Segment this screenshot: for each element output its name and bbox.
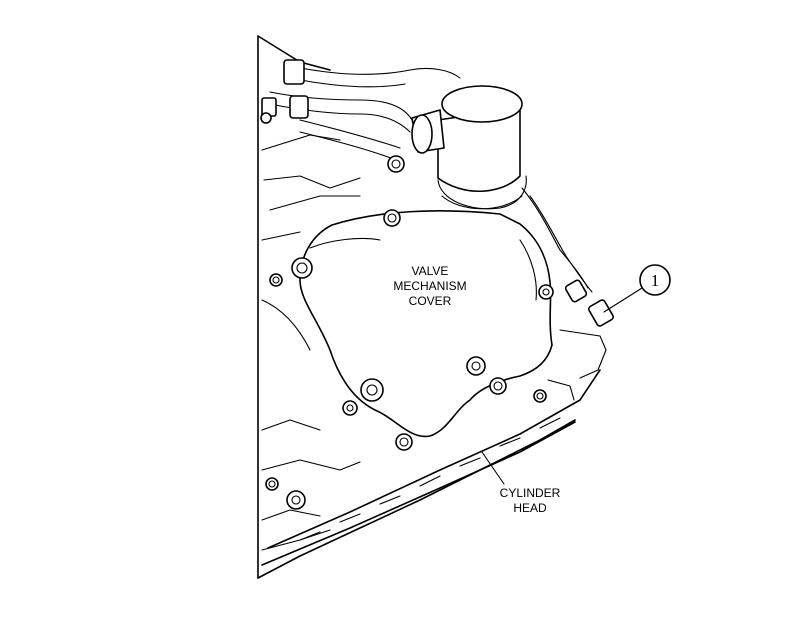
bolts <box>260 112 554 510</box>
bolt <box>533 389 547 403</box>
bolt <box>269 273 283 287</box>
bolt <box>387 155 405 173</box>
callout-1: 1 <box>603 264 671 313</box>
callout-number: 1 <box>651 271 660 290</box>
cylinder-head-label: CYLINDER HEAD <box>481 451 561 515</box>
oil-filler-cap <box>411 85 527 210</box>
valve-mechanism-cover-label: VALVE MECHANISM COVER <box>393 264 466 308</box>
bolt <box>383 209 401 227</box>
bolt <box>286 490 306 510</box>
bolt <box>395 433 413 451</box>
callout-circle <box>639 264 671 296</box>
hoses <box>261 59 461 161</box>
valve-cover-label-line2: MECHANISM <box>393 279 466 293</box>
cylinder-head-leader-line <box>481 451 505 485</box>
cylinder-head-label-line1: CYLINDER <box>500 486 561 500</box>
bolt <box>342 400 358 416</box>
engine-block <box>257 35 576 579</box>
sensor-harness <box>521 187 614 327</box>
bolt <box>466 356 486 376</box>
valve-cover-label-line3: COVER <box>409 294 452 308</box>
cylinder-head <box>261 329 607 566</box>
bolt <box>489 377 507 395</box>
bolt <box>538 284 554 300</box>
callout-leader-line <box>603 287 643 313</box>
bolt <box>260 112 272 124</box>
valve-cover-label-line1: VALVE <box>412 264 449 278</box>
cylinder-head-label-line2: HEAD <box>513 501 547 515</box>
valve-mechanism-cover <box>299 210 553 438</box>
sensor-connector <box>588 299 614 327</box>
bolt <box>265 477 279 491</box>
bolt <box>291 257 313 279</box>
bolt <box>360 378 384 402</box>
